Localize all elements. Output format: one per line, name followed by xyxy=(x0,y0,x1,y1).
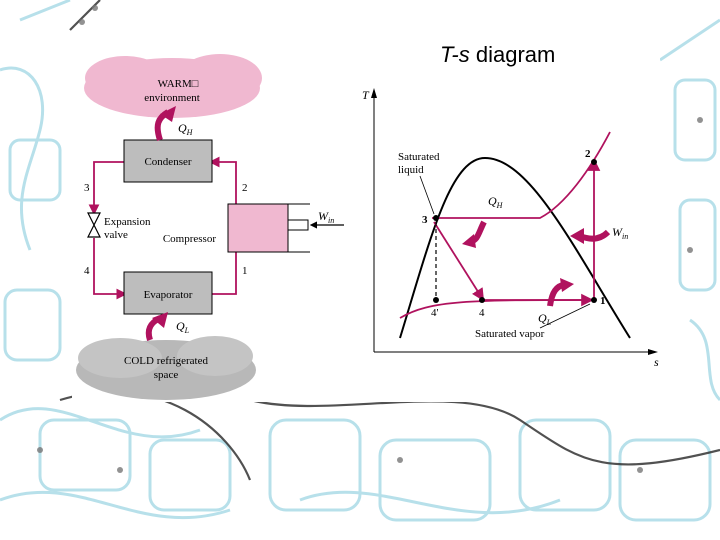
sat-liquid-label-line2: liquid xyxy=(398,164,424,176)
t-axis-label: T xyxy=(362,88,370,102)
slide-title: T-s diagram xyxy=(440,42,555,68)
pipe-evaporator-to-compressor xyxy=(210,252,237,295)
compressor-cylinder xyxy=(227,203,289,253)
evaporator-box xyxy=(123,271,213,315)
qh-label: QH xyxy=(178,121,194,137)
ts-win-label: Win xyxy=(612,225,628,241)
state-1-label: 1 xyxy=(242,265,248,277)
expansion-label-line1: Expansion xyxy=(104,216,151,228)
s-axis-label: s xyxy=(654,355,659,369)
point-1-label: 1 xyxy=(600,295,606,307)
evaporator-label: Evaporator xyxy=(144,289,193,301)
expansion-valve-icon xyxy=(87,212,101,238)
expansion-label-line2: valve xyxy=(104,229,128,241)
point-3-label: 3 xyxy=(422,214,428,226)
point-2-label: 2 xyxy=(585,148,591,160)
point-4 xyxy=(479,297,485,303)
warm-label-line1: WARM□ xyxy=(158,78,199,90)
state-2-label: 2 xyxy=(242,182,248,194)
process-2-3 xyxy=(432,131,611,219)
point-4prime xyxy=(433,297,439,303)
warm-label-line2: environment xyxy=(144,92,200,104)
point-2 xyxy=(591,159,597,165)
point-1 xyxy=(591,297,597,303)
ql-label: QL xyxy=(176,319,190,335)
point-4-label: 4 xyxy=(479,307,485,319)
saturation-dome xyxy=(399,156,631,339)
ts-ql-label: QL xyxy=(538,311,552,327)
condenser-box xyxy=(123,139,213,183)
cold-label-line1: COLD refrigerated xyxy=(124,355,208,367)
pipe-compressor-to-condenser xyxy=(208,156,237,204)
title-rest: diagram xyxy=(469,42,556,67)
point-3 xyxy=(433,215,439,221)
sat-liquid-label-line1: Saturated xyxy=(398,151,440,163)
point-4prime-label: 4' xyxy=(431,307,439,319)
cold-label-line2: space xyxy=(154,369,179,381)
state-3-label: 3 xyxy=(84,182,90,194)
title-italic: T-s xyxy=(440,42,470,67)
condenser-label: Condenser xyxy=(144,156,191,168)
warm-environment-cloud xyxy=(84,54,262,118)
cold-space-cloud xyxy=(76,336,256,400)
compressor-piston xyxy=(287,219,309,231)
sat-vapor-extension xyxy=(399,299,595,319)
pipe-condenser-to-valve xyxy=(88,161,124,216)
ts-qh-label: QH xyxy=(488,194,504,210)
win-label: Win xyxy=(318,209,334,225)
sat-vapor-label: Saturated vapor xyxy=(475,328,545,340)
ts-diagram: T s 1 2 3 4 4' Saturated liquid Saturate… xyxy=(362,88,659,369)
compressor-label: Compressor xyxy=(163,233,217,245)
state-4-label: 4 xyxy=(84,265,90,277)
process-3-4 xyxy=(433,221,485,302)
refrigeration-cycle-schematic: WARM□ environment COLD refrigerated spac… xyxy=(76,54,344,400)
pipe-valve-to-evaporator xyxy=(93,238,128,300)
